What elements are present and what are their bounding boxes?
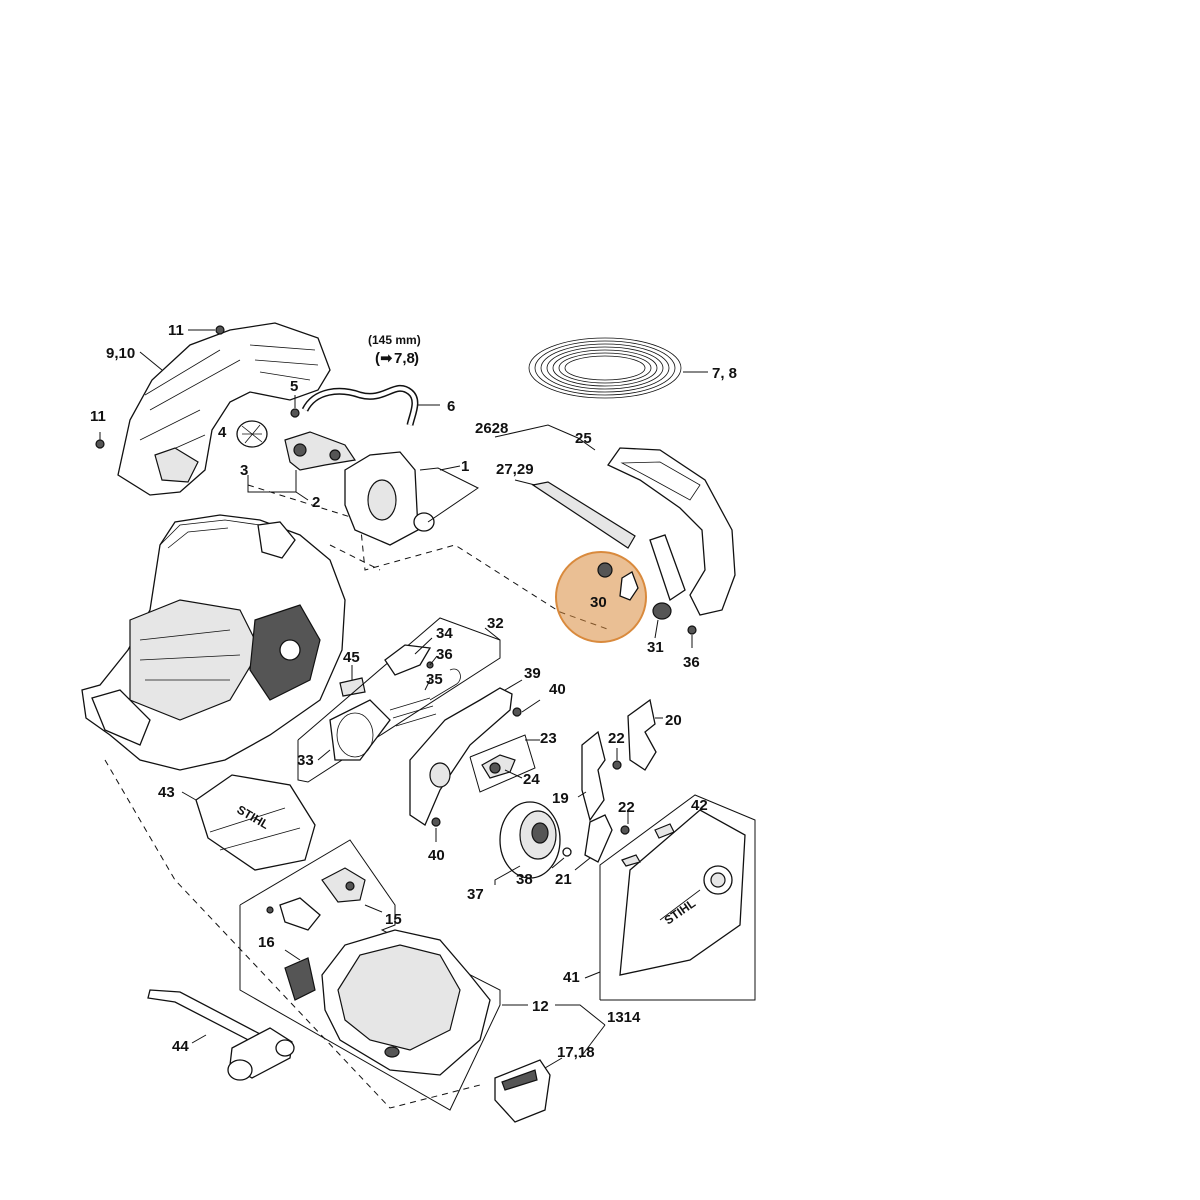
engine-housing-part	[81, 514, 346, 771]
callout-7-8-ref: 7,8	[394, 350, 415, 367]
saw-chain-part	[528, 337, 708, 399]
handle-housing-part	[117, 322, 331, 496]
part-17-18	[494, 1024, 606, 1123]
callout-36: 36	[436, 646, 453, 663]
callout-40-bottom: 40	[428, 847, 445, 864]
screw-11-left	[95, 432, 105, 449]
part-45	[339, 665, 366, 697]
callout-9-10: 9,10	[106, 345, 135, 362]
callout-36-right: 36	[683, 654, 700, 671]
callout-19: 19	[552, 790, 569, 807]
callout-labels: 11 9,10 11 5 4 3 2 1 (145 mm) (➡ 7,8 ) 7…	[90, 322, 737, 1061]
callout-6: 6	[447, 398, 455, 415]
callout-11-top: 11	[168, 322, 184, 339]
brake-assembly-box	[297, 617, 501, 783]
chain-brake-part	[409, 679, 541, 842]
callout-23: 23	[540, 730, 557, 747]
hand-guard-part	[607, 447, 736, 616]
tensioner-part	[469, 734, 540, 793]
screw-36-right	[687, 625, 697, 648]
bumper-spike-part	[574, 698, 663, 871]
screw-5	[290, 395, 300, 418]
callout-38: 38	[516, 871, 533, 888]
callout-22-top: 22	[608, 730, 625, 747]
callout-21: 21	[555, 871, 572, 888]
clutch-drum-part	[494, 801, 572, 885]
sprocket-cover-part: STIHL	[584, 794, 756, 1001]
callout-33: 33	[297, 752, 314, 769]
callout-24: 24	[523, 771, 540, 788]
callout-5: 5	[290, 378, 298, 395]
callout-16: 16	[258, 934, 275, 951]
guide-bar-part	[531, 481, 636, 549]
callout-42: 42	[691, 797, 708, 814]
callout-3: 3	[240, 462, 248, 479]
callout-35: 35	[426, 671, 443, 688]
callout-39: 39	[524, 665, 541, 682]
callout-34: 34	[436, 625, 453, 642]
callout-44: 44	[172, 1038, 189, 1055]
callout-7-8: 7, 8	[712, 365, 737, 382]
callout-2: 2	[312, 494, 320, 511]
oil-hose-part	[301, 384, 440, 426]
callout-7-8-ref-close: )	[414, 350, 419, 367]
callout-22-bottom: 22	[618, 799, 635, 816]
callout-37: 37	[467, 886, 484, 903]
buffer-31	[652, 602, 672, 639]
oil-pump-part	[284, 431, 357, 471]
callout-27-29: 27,29	[496, 461, 534, 478]
combination-wrench-part	[147, 989, 295, 1081]
callout-43: 43	[158, 784, 175, 801]
callout-25: 25	[575, 430, 592, 447]
callout-40-top: 40	[549, 681, 566, 698]
callout-13-14: 1314	[607, 1009, 641, 1026]
callout-4: 4	[218, 424, 227, 441]
callout-11-left: 11	[90, 408, 106, 425]
screw-11-top	[188, 325, 225, 335]
air-filter-cover-part: STIHL	[181, 774, 316, 871]
filter-assembly-box	[239, 839, 501, 1111]
callout-20: 20	[665, 712, 682, 729]
callout-15: 15	[385, 911, 402, 928]
callout-1: 1	[461, 458, 469, 475]
assembly-guide-lines	[104, 484, 611, 1109]
callout-31: 31	[647, 639, 664, 656]
callout-45: 45	[343, 649, 360, 666]
highlight-marker-30[interactable]: 30	[555, 551, 647, 643]
callout-17-18: 17,18	[557, 1044, 595, 1061]
callout-12: 12	[532, 998, 549, 1015]
callout-7-8-ref-arrow: (➡	[375, 350, 393, 367]
chain-sprocket-cover-part	[344, 451, 479, 546]
callout-41: 41	[563, 969, 580, 986]
oil-pump-worm-part	[236, 420, 268, 448]
callout-26-28: 2628	[475, 420, 508, 437]
callout-32: 32	[487, 615, 504, 632]
highlight-label: 30	[590, 594, 607, 611]
callout-145mm: (145 mm)	[368, 333, 421, 347]
